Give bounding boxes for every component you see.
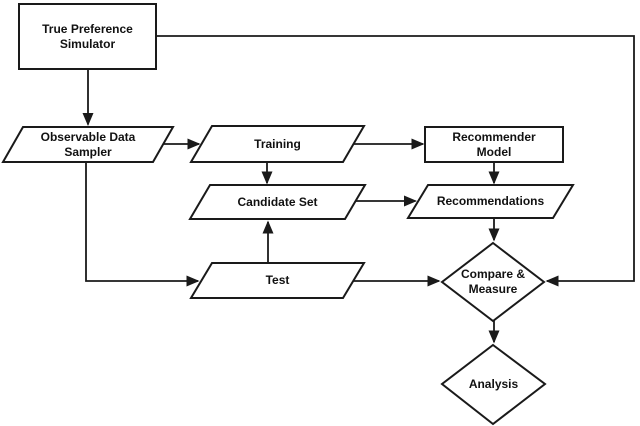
node-shape-candidate-set (188, 184, 367, 220)
node-shape-true-preference-simulator (18, 3, 157, 70)
node-shape-recommendations (406, 184, 575, 219)
node-shape-observable-data-sampler (1, 126, 175, 163)
edge-simulator-to-compare-measure (157, 35, 635, 287)
node-shape-test (189, 262, 366, 299)
edge-sampler-to-test (85, 162, 200, 287)
node-shape-recommender-model (424, 126, 564, 163)
node-shape-training (189, 125, 366, 163)
node-shape-analysis (440, 343, 547, 426)
node-shape-compare-measure (440, 241, 546, 323)
